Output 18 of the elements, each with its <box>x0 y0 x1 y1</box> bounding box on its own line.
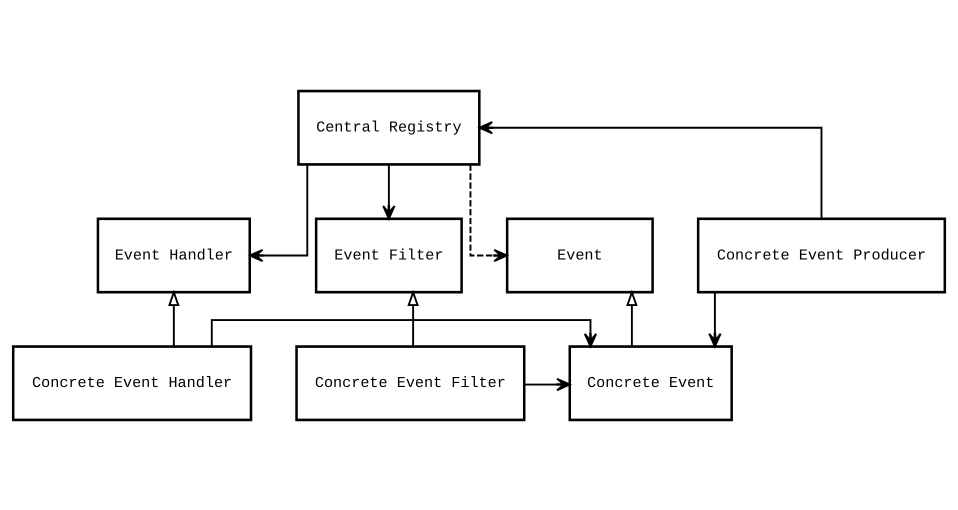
node-box: Event <box>506 217 654 293</box>
node-box: Event Handler <box>96 217 251 293</box>
node-box: Central Registry <box>297 89 481 166</box>
node-box: Concrete Event Producer <box>696 217 946 293</box>
arrow <box>708 292 722 347</box>
node-box: Concrete Event Handler <box>12 344 252 421</box>
arrow <box>478 120 822 218</box>
arrow <box>407 289 419 346</box>
arrow <box>524 377 571 391</box>
arrow <box>382 164 396 220</box>
node-box: Concrete Event Filter <box>295 344 526 421</box>
arrow <box>168 289 180 346</box>
node-box: Event Filter <box>314 217 463 293</box>
arrow <box>210 318 598 347</box>
arrow <box>470 164 508 262</box>
arrow <box>626 289 638 346</box>
node-box: Concrete Event <box>568 344 733 421</box>
arrow <box>248 164 308 262</box>
